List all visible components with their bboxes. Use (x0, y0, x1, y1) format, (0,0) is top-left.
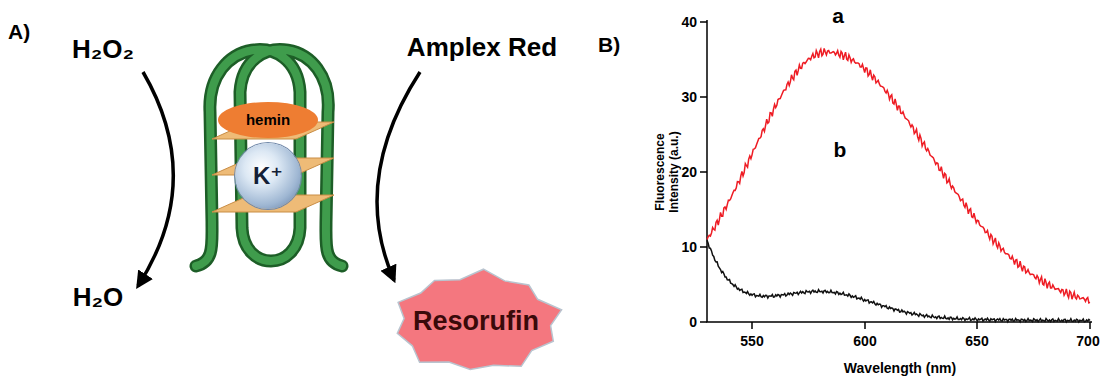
dna-strand (196, 50, 342, 266)
x-tick-label: 650 (965, 333, 988, 349)
spectrum-b (707, 240, 1090, 322)
spectrum-curves (707, 48, 1090, 322)
x-tick-label: 600 (853, 333, 876, 349)
chart-axes (752, 322, 1090, 329)
reactant-formula: H₂O₂ (72, 35, 134, 65)
y-axis-title: Fluorescence Intensity (a.u.) (654, 115, 682, 229)
panel-label: A) (8, 20, 30, 44)
y-tick-label: 10 (681, 239, 697, 255)
chart-axes (707, 20, 1092, 322)
y-tick-label: 30 (681, 89, 697, 105)
curve-label: b (834, 138, 847, 162)
dna-strand (196, 50, 342, 266)
substrate-name: Amplex Red (407, 33, 557, 63)
hemin-oval: hemin (218, 102, 318, 138)
x-tick-label: 700 (1076, 333, 1099, 349)
y-tick-label: 20 (681, 164, 697, 180)
node-text: hemin (246, 112, 290, 129)
y-tick-label: 0 (689, 314, 697, 330)
chart-axes (700, 20, 1092, 329)
product-starburst: Resorufin (388, 268, 565, 376)
node-text: K⁺ (253, 163, 283, 189)
spectrum-a (707, 48, 1090, 302)
panel-label: B) (598, 33, 620, 57)
reaction-arrow (138, 72, 173, 286)
product-formula: H₂O (73, 283, 124, 313)
dna-strand (196, 50, 342, 266)
potassium-ion-sphere: K⁺ (235, 143, 301, 209)
x-axis-title: Wavelength (nm) (844, 360, 956, 376)
node-text: Resorufin (413, 307, 539, 337)
chart-axes (700, 22, 707, 322)
x-tick-label: 550 (740, 333, 763, 349)
reaction-arrow (377, 72, 420, 280)
y-tick-label: 40 (681, 14, 697, 30)
starburst-outline (397, 269, 561, 369)
curve-label: a (832, 4, 844, 28)
